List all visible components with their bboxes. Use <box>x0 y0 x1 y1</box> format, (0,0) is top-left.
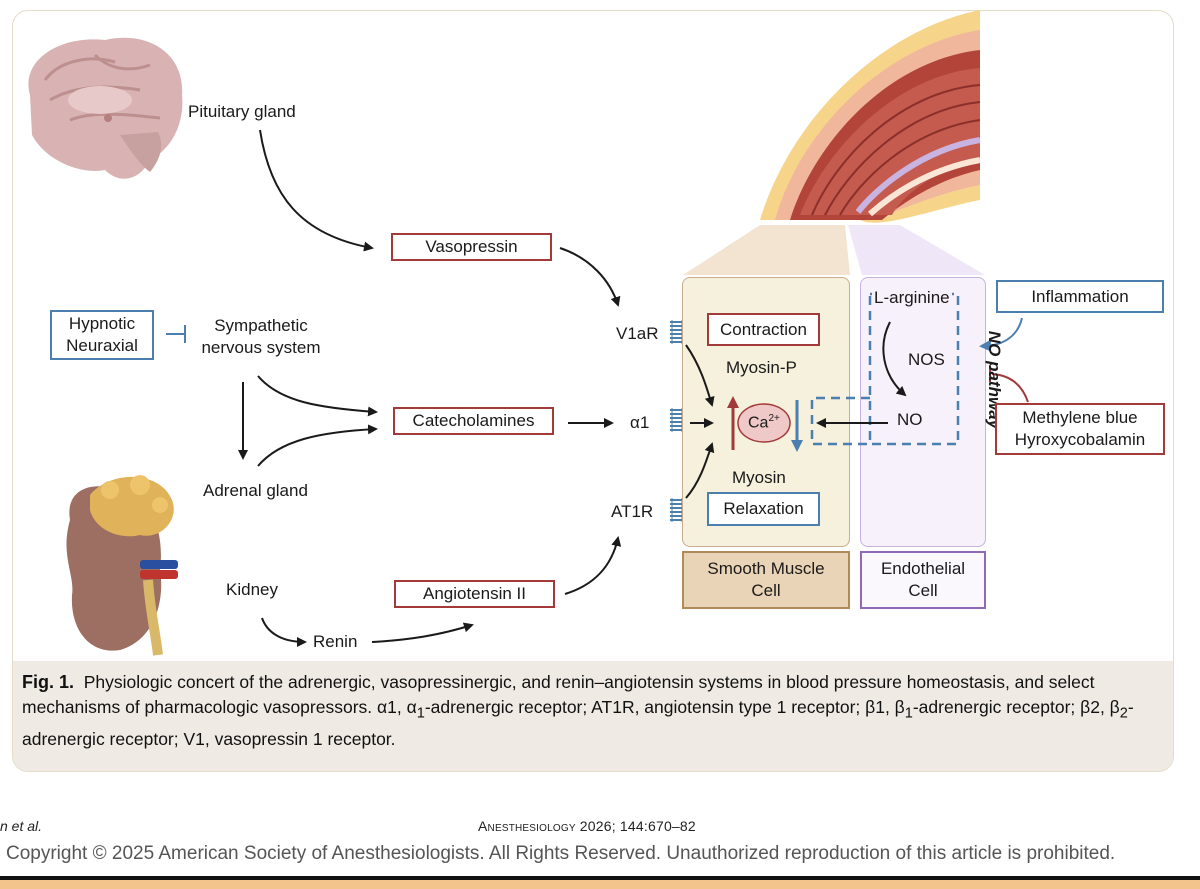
figure-caption: Fig. 1. Physiologic concert of the adren… <box>22 670 1147 752</box>
endothelial-cell-panel <box>860 277 986 547</box>
hypnotic-neuraxial-box: Hypnotic Neuraxial <box>50 310 154 360</box>
kidney-label: Kidney <box>226 580 278 599</box>
footer-author: n et al. <box>0 818 43 834</box>
catecholamines-box: Catecholamines <box>393 407 554 435</box>
caption-sub-3: 2 <box>1119 705 1128 722</box>
l-arginine-label: L-arginine <box>872 288 952 308</box>
myosin-label: Myosin <box>732 468 786 487</box>
adrenal-gland-label: Adrenal gland <box>203 481 308 500</box>
caption-text-4: -adrenergic receptor; V1, vasopressin 1 … <box>22 697 1134 749</box>
footer-copyright: Copyright © 2025 American Society of Ane… <box>6 843 1116 864</box>
v1ar-to-ca-arrow <box>685 344 715 407</box>
alpha1-label: α1 <box>630 413 650 432</box>
endo-projection <box>848 225 985 275</box>
endothelial-cell-label: Endothelial Cell <box>860 551 986 609</box>
no-label: NO <box>897 410 923 429</box>
smc-projection <box>683 225 850 275</box>
kidney-to-renin-arrow <box>261 617 307 647</box>
caption-background <box>13 661 1173 771</box>
footer-journal: Anesthesiology 2026; 144:670–82 <box>478 818 696 834</box>
renin-to-angiotensin-arrow <box>371 622 474 643</box>
caption-sub-1: 1 <box>416 705 425 722</box>
vasopressin-to-v1ar-arrow <box>559 247 621 307</box>
angiotensin-to-at1r-arrow <box>564 536 622 595</box>
nos-label: NOS <box>908 350 945 369</box>
relaxation-box: Relaxation <box>707 492 820 526</box>
caption-sub-2: 1 <box>904 705 913 722</box>
caption-text-2: -adrenergic receptor; AT1R, angiotensin … <box>424 697 905 717</box>
blood-vessel-illustration <box>760 10 981 223</box>
adrenal-to-catecholamines-arrow <box>257 424 378 467</box>
no-link-dashed <box>810 396 870 446</box>
caption-text-3: -adrenergic receptor; β2, β <box>912 697 1120 717</box>
inflammation-box: Inflammation <box>996 280 1164 313</box>
methylene-inhibition-line <box>991 373 1029 403</box>
at1r-to-ca-arrow <box>685 442 715 499</box>
vasopressin-box: Vasopressin <box>391 233 552 261</box>
sympathetic-to-catecholamines-arrow <box>257 375 378 417</box>
sympathetic-nervous-system-label: Sympathetic nervous system <box>201 316 321 357</box>
myosin-p-label: Myosin-P <box>726 358 797 377</box>
kidney-illustration <box>66 475 178 656</box>
angiotensin-ii-box: Angiotensin II <box>394 580 555 608</box>
brain-illustration <box>28 37 183 179</box>
caption-text-1: Physiologic concert of the adrenergic, v… <box>22 672 1095 717</box>
pituitary-to-vasopressin-arrow <box>259 129 374 252</box>
bottom-bar <box>0 876 1200 889</box>
arginine-to-no-arrow <box>882 321 907 397</box>
methylene-blue-box: Methylene blue Hyroxycobalamin <box>995 403 1165 455</box>
contraction-box: Contraction <box>707 313 820 346</box>
calcium-circle <box>737 403 791 443</box>
at1r-label: AT1R <box>611 502 654 521</box>
renin-label: Renin <box>313 632 358 651</box>
v1ar-label: V1aR <box>616 324 659 343</box>
inflammation-arrow <box>979 317 1023 352</box>
smooth-muscle-cell-label: Smooth Muscle Cell <box>682 551 850 609</box>
pituitary-gland-label: Pituitary gland <box>188 102 296 121</box>
calcium-label: Ca2+ <box>748 413 780 432</box>
figure-label: Fig. 1. <box>22 672 75 692</box>
